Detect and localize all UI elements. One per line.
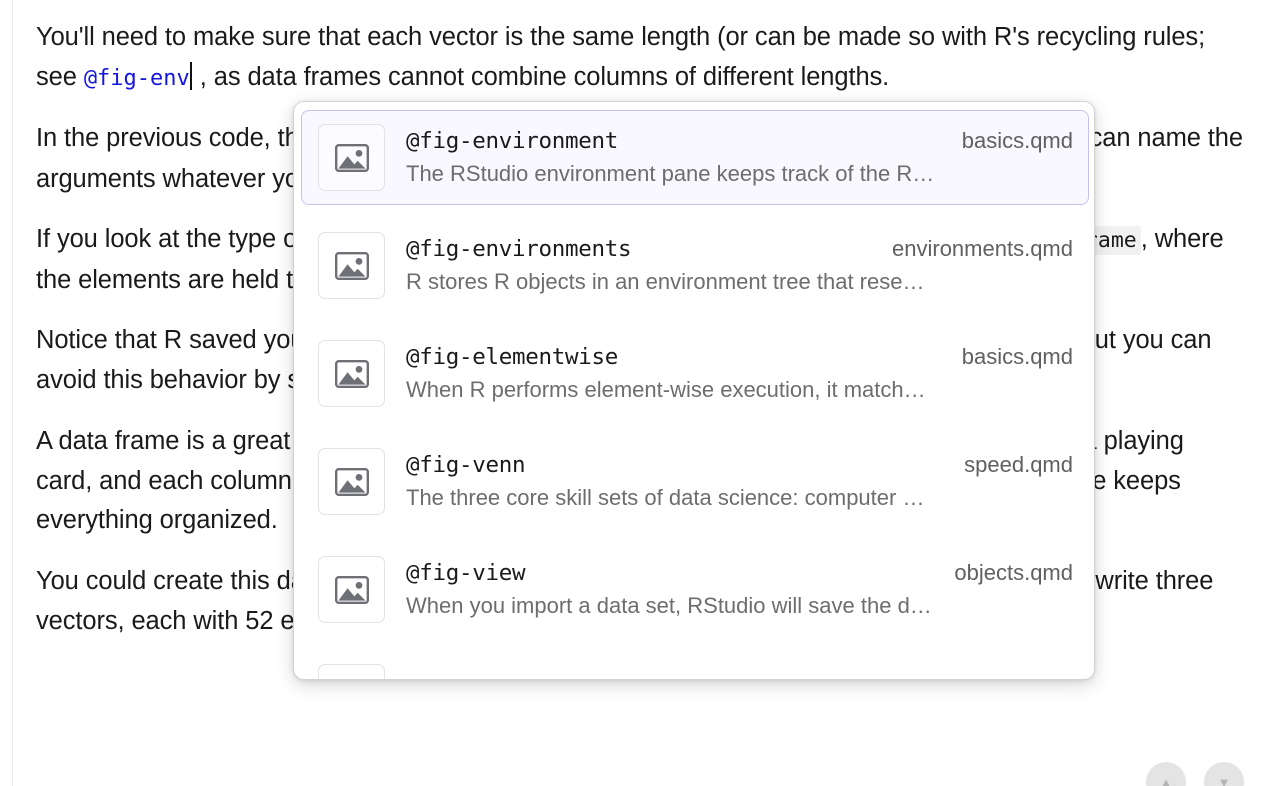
autocomplete-item[interactable]: @fig-environments environments.qmd R store… [301, 218, 1089, 313]
autocomplete-item-header: @fig-environments environments.qmd [406, 236, 1073, 262]
floating-button-group[interactable]: ▲▼ [1146, 762, 1244, 786]
autocomplete-item-file: basics.qmd [961, 344, 1073, 369]
autocomplete-item-header: @fig-view objects.qmd [406, 560, 1073, 586]
image-placeholder-icon [318, 448, 385, 515]
autocomplete-item-id: @fig-environment [406, 128, 618, 154]
autocomplete-item-id: @fig-venn [406, 452, 526, 478]
image-placeholder-icon [318, 340, 385, 407]
autocomplete-item-description: The three core skill sets of data scienc… [406, 485, 925, 510]
scroll-up-button[interactable]: ▲ [1146, 762, 1186, 786]
image-placeholder-icon [318, 232, 385, 299]
editor-gutter [0, 0, 13, 786]
scroll-down-button[interactable]: ▼ [1204, 762, 1244, 786]
autocomplete-item-description: When you import a data set, RStudio will… [406, 593, 932, 618]
image-placeholder-icon [318, 124, 385, 191]
paragraph-text: , as data frames cannot combine columns … [192, 62, 890, 91]
autocomplete-item-file: environments.qmd [892, 236, 1073, 261]
autocomplete-item-file: speed.qmd [964, 452, 1073, 477]
autocomplete-item-header: @fig-elementwise basics.qmd [406, 344, 1073, 370]
autocomplete-item-header: @fig-venn speed.qmd [406, 452, 1073, 478]
autocomplete-item-description: R stores R objects in an environment tre… [406, 269, 925, 294]
text-caret [189, 61, 192, 90]
autocomplete-item-description: The RStudio environment pane keeps track… [406, 161, 935, 186]
autocomplete-item-body: @fig-environments environments.qmd R store… [406, 236, 1073, 295]
crossref-token[interactable]: @fig-env [83, 65, 190, 91]
autocomplete-item-description: When R performs element-wise execution, … [406, 377, 926, 402]
autocomplete-item-id: @fig-view [406, 560, 526, 586]
autocomplete-item-file: objects.qmd [954, 560, 1073, 585]
autocomplete-item-id: @fig-elementwise [406, 344, 618, 370]
autocomplete-item-header: @fig-environment basics.qmd [406, 128, 1073, 154]
autocomplete-item[interactable] [301, 650, 1089, 679]
paragraph: You'll need to make sure that each vecto… [36, 18, 1246, 98]
autocomplete-item-file: basics.qmd [961, 128, 1073, 153]
image-placeholder-icon [318, 556, 385, 623]
autocomplete-item-id: @fig-environments [406, 236, 632, 262]
paragraph-text: You'll need to make sure that each vecto… [36, 23, 1206, 91]
image-placeholder-icon [318, 664, 385, 679]
